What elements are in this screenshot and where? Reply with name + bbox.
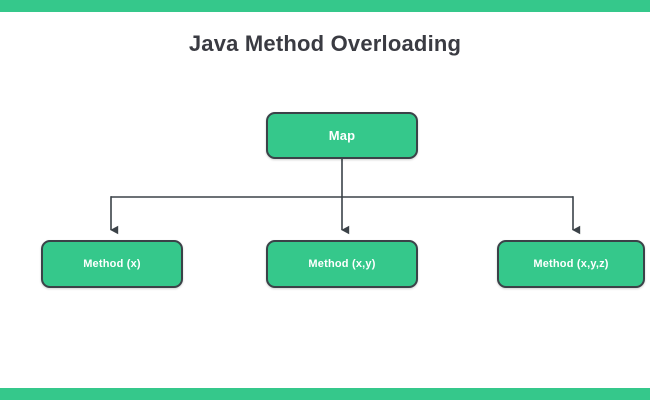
diagram-node-method-xy[interactable]: Method (x,y) xyxy=(266,240,418,288)
bottom-accent-bar xyxy=(0,388,650,400)
diagram-node-method-x[interactable]: Method (x) xyxy=(41,240,183,288)
diagram-node-method-xyz-label: Method (x,y,z) xyxy=(533,258,609,270)
diagram-node-method-xy-label: Method (x,y) xyxy=(308,258,376,270)
diagram-node-root-label: Map xyxy=(328,128,356,143)
diagram-node-method-xyz[interactable]: Method (x,y,z) xyxy=(497,240,645,288)
diagram-node-root[interactable]: Map xyxy=(266,112,418,159)
top-accent-bar xyxy=(0,0,650,12)
diagram-node-method-x-label: Method (x) xyxy=(83,258,141,270)
page-title: Java Method Overloading xyxy=(188,31,462,56)
